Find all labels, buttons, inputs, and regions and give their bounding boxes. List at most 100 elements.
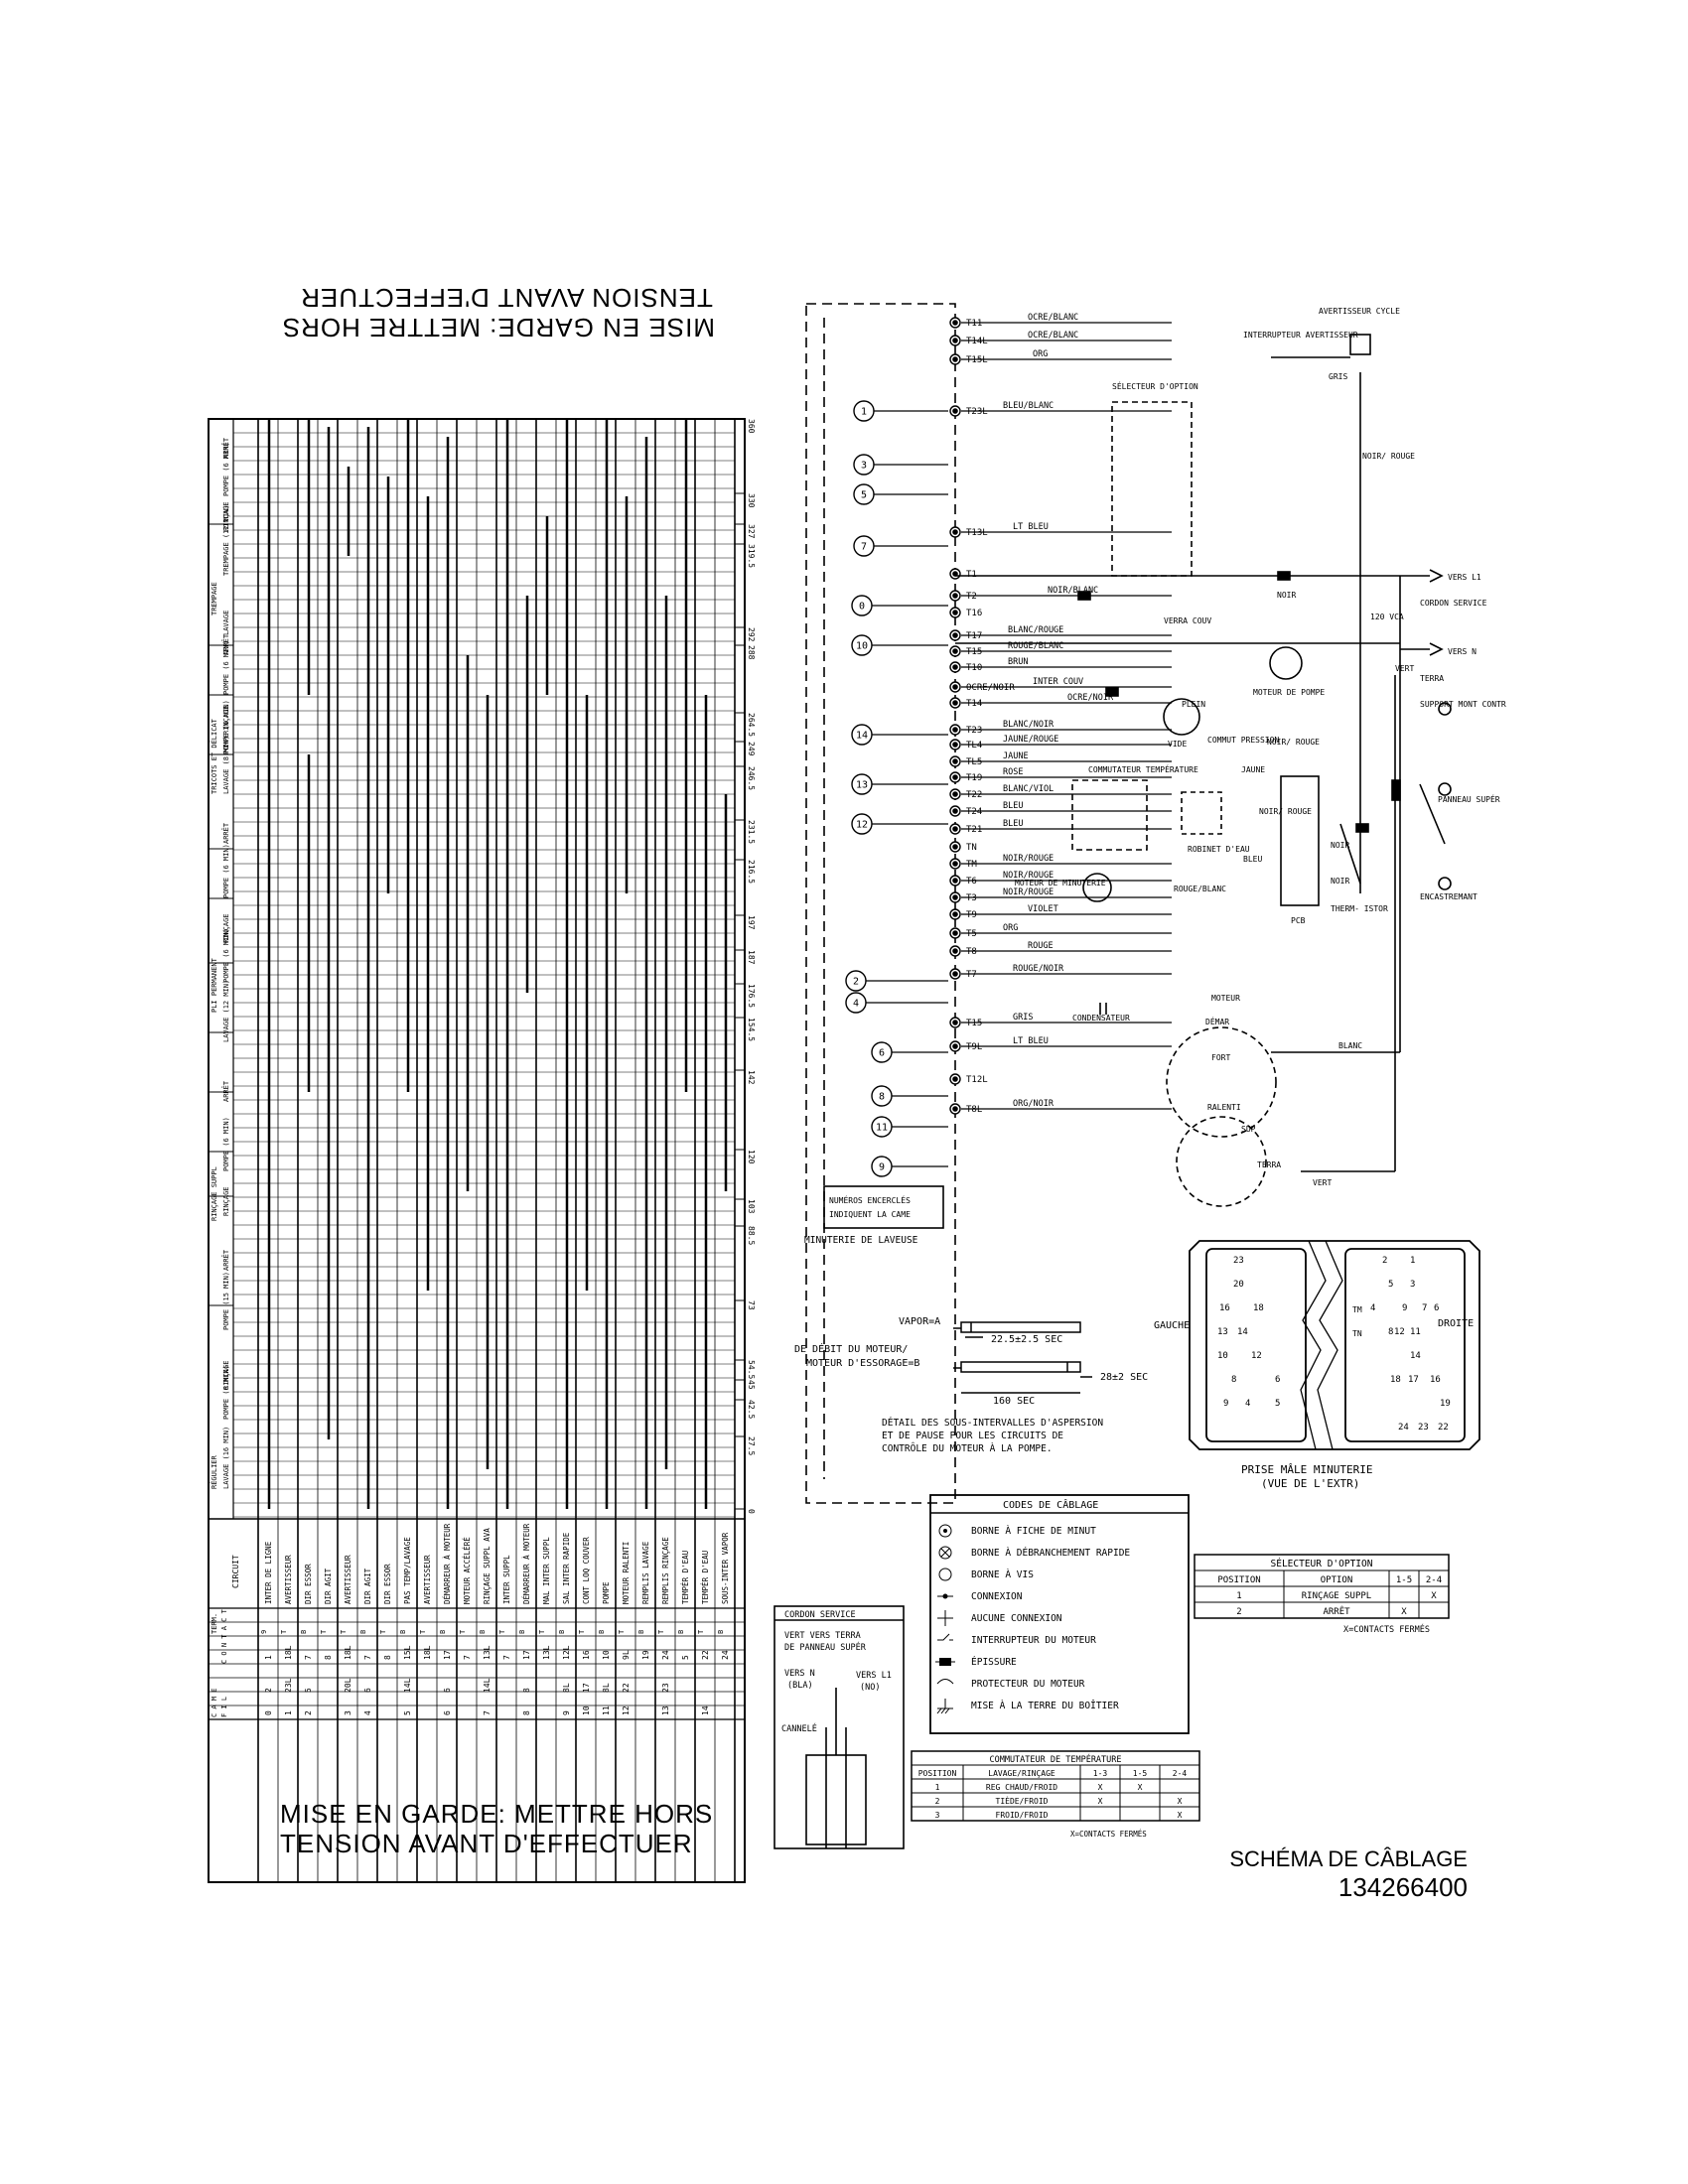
terminal-label: T8L — [966, 1105, 982, 1115]
component-label: SUP — [1241, 1125, 1256, 1134]
cam-number: 1 — [861, 407, 867, 418]
circuit-t: 18L — [284, 1645, 293, 1660]
timing-detail: CONTRÔLE DU MOTEUR À LA POMPE. — [882, 1442, 1053, 1454]
circuit-b: B — [439, 1630, 447, 1634]
timer-terminal-center — [952, 1043, 958, 1049]
time-tick-label: 142 — [747, 1070, 756, 1085]
plug-pin: 8 — [1388, 1327, 1393, 1337]
cam-number: 14 — [856, 731, 868, 742]
option-table-cell: X — [1431, 1591, 1437, 1601]
circuit-fil: 23L — [284, 1678, 293, 1693]
phase-label: TREMPAGE (12 MIN) — [222, 504, 230, 576]
timer-terminal-center — [952, 742, 958, 748]
diagram-number: 134266400 — [1337, 1872, 1468, 1902]
terminal-label: T14L — [966, 337, 988, 346]
legend-item: AUCUNE CONNEXION — [971, 1613, 1062, 1624]
option-table-cell: 1 — [1236, 1591, 1241, 1601]
cord-cannele: CANNELÉ — [781, 1722, 817, 1734]
component-label: CONDENSATEUR — [1072, 1014, 1130, 1023]
phase-label: POMPE (6 MIN) — [222, 844, 230, 898]
cycle-label: TREMPAGE — [211, 582, 218, 615]
temp-table-cell: 1 — [935, 1783, 940, 1792]
wire-color-label: LT BLEU — [1013, 1036, 1049, 1046]
timer-terminal-center — [952, 727, 958, 733]
plug-pin: 16 — [1219, 1303, 1230, 1313]
component-label: 120 VCA — [1370, 613, 1404, 621]
terminal-label: T15L — [966, 355, 988, 365]
terminal-label: T5 — [966, 929, 977, 939]
time-tick-label: 327 — [747, 524, 756, 539]
timer-terminal-center — [952, 844, 958, 850]
terminal-label: T19 — [966, 773, 982, 783]
component-label: COMMUT PRESSION — [1207, 736, 1279, 745]
cord-vers-n: VERS N — [784, 1669, 815, 1679]
circuit-came: 2 — [304, 1710, 313, 1715]
term-header: TERM. — [211, 1613, 218, 1634]
terminal-label: TN — [966, 843, 977, 853]
plug-pin: 20 — [1233, 1280, 1244, 1290]
circuit-name: CONT LOQ COUVER — [582, 1537, 591, 1604]
timer-terminal-center — [952, 826, 958, 832]
plug-pin: 23 — [1233, 1256, 1244, 1266]
timing-detail: ET DE PAUSE POUR LES CIRCUITS DE — [882, 1431, 1063, 1441]
phase-label: POMPE (6 MIN) — [222, 1117, 230, 1171]
circuit-b: B — [479, 1630, 487, 1634]
component-label: RALENTI — [1207, 1103, 1241, 1112]
circuit-b: T — [578, 1629, 586, 1634]
component-label: NOIR/ ROUGE — [1259, 807, 1312, 816]
timer-terminal-center — [952, 632, 958, 638]
circuit-fil: 6 — [363, 1688, 372, 1693]
cord-line: VERT VERS TERRA — [784, 1631, 861, 1641]
terminal-label: TL4 — [966, 741, 982, 751]
phase-label: LAVAGE — [222, 611, 230, 635]
cycle-label: RÉGULIER — [210, 1454, 218, 1489]
time-tick-label: 45 — [747, 1380, 756, 1390]
component-label: TERRA — [1420, 674, 1444, 683]
plug-pin: 18 — [1390, 1375, 1401, 1385]
circuit-t: 7 — [304, 1655, 313, 1660]
terminal-label: TL5 — [966, 757, 982, 767]
component-label: VIDE — [1168, 740, 1187, 749]
circuit-name: INTER SUPPL — [502, 1555, 511, 1604]
component-label: VERT — [1313, 1178, 1332, 1187]
phase-label: POMPE (6 MIN) — [222, 442, 230, 496]
temp-table-header: 2-4 — [1173, 1769, 1188, 1778]
circuit-t: 15L — [403, 1645, 412, 1660]
phase-label: ARRÊT — [221, 1080, 230, 1102]
time-tick-label: 292 — [747, 627, 756, 642]
cord-line: DE PANNEAU SUPÉR — [784, 1641, 867, 1653]
phase-label: LAVAGE (16 MIN) — [222, 1427, 230, 1489]
timer-terminal-center — [952, 356, 958, 362]
phase-label: LAVAGE (8 MIN) — [222, 736, 230, 794]
circuit-name: DIR ESSOR — [383, 1564, 392, 1604]
component-label: VERRA COUV — [1164, 616, 1211, 625]
cord-title: CORDON SERVICE — [784, 1610, 856, 1620]
legend-title: CODES DE CÂBLAGE — [1003, 1498, 1098, 1511]
plug-tm: TM — [1352, 1305, 1362, 1314]
wire-color-label: ORG — [1003, 923, 1018, 933]
wire-color-label: ROUGE — [1028, 941, 1054, 951]
circuit-name: INTER DE LIGNE — [264, 1541, 273, 1604]
cam-number: 8 — [879, 1092, 885, 1103]
wire-color-label: NOIR/ROUGE — [1003, 854, 1054, 864]
circuit-t: 1 — [264, 1655, 273, 1660]
temp-table-header: 1-5 — [1133, 1769, 1148, 1778]
plug-right-label: DROITE — [1438, 1318, 1474, 1329]
phase-label: ARRÊT — [221, 1249, 230, 1271]
component-label: PLEIN — [1182, 700, 1205, 709]
cam-number: 13 — [856, 780, 868, 791]
circuit-b: T — [320, 1629, 328, 1634]
circuit-b: B — [518, 1630, 526, 1634]
time-tick-label: 246.5 — [747, 766, 756, 790]
cam-number: 0 — [859, 602, 865, 613]
legend-item: INTERRUPTEUR DU MOTEUR — [971, 1635, 1096, 1646]
circuit-name: MOTEUR RALENTI — [622, 1542, 631, 1604]
option-table-header: OPTION — [1321, 1575, 1353, 1585]
plug-pin: 22 — [1438, 1423, 1449, 1433]
terminal-label: T15 — [966, 1019, 982, 1028]
circuit-fil: 17 — [582, 1683, 591, 1693]
circuit-b: B — [677, 1630, 685, 1634]
timer-terminal-center — [952, 648, 958, 654]
temp-table-cell: FROID/FROID — [996, 1811, 1049, 1820]
